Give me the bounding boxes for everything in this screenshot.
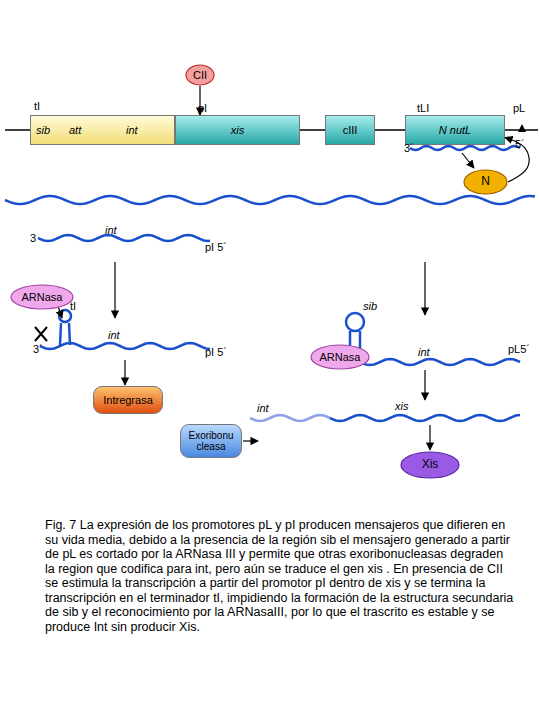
- node-text: int: [126, 124, 138, 136]
- arrow: [462, 153, 474, 168]
- transcript-rna: [40, 343, 210, 349]
- node-text: att: [69, 124, 81, 136]
- arrow-connector: [505, 138, 529, 183]
- node-text: sib: [36, 124, 50, 136]
- arrow: [58, 306, 62, 318]
- transcripts: [5, 146, 535, 421]
- sequence-label: pI 5´: [205, 346, 227, 358]
- node-text: CII: [193, 69, 207, 81]
- node-text: cIII: [343, 124, 358, 136]
- enzyme-box: Exoribonu cleasa: [180, 424, 242, 458]
- terminator-hairpin: [60, 323, 70, 345]
- arrow: [124, 360, 125, 385]
- transcript-rna: [38, 235, 210, 241]
- protein-box: Intregrasa: [93, 386, 163, 414]
- figure-caption: Fig. 7 La expresión de los promotores pL…: [45, 518, 515, 634]
- gene-box: xis: [175, 115, 300, 145]
- sequence-label: tI: [34, 100, 40, 112]
- gene-box: N nutL: [405, 115, 505, 145]
- ellipse-shape: [464, 170, 507, 194]
- arrow: [429, 425, 430, 450]
- node-text: Intregrasa: [103, 394, 153, 406]
- node-text: Xis: [422, 458, 439, 471]
- sequence-label: xis: [395, 400, 408, 412]
- sequence-label: tLI: [417, 102, 429, 114]
- promoter-mark: [518, 124, 526, 132]
- sequence-label: int: [257, 402, 269, 414]
- sequence-label: 5´: [515, 138, 525, 150]
- sequence-label: int: [418, 346, 430, 358]
- sequence-label: int: [108, 329, 120, 341]
- sequence-label: 3´: [404, 142, 414, 154]
- arrow: [243, 440, 258, 441]
- arrow: [424, 370, 425, 400]
- sequence-label: pL: [513, 102, 525, 114]
- regulator-protein: CII: [185, 64, 215, 86]
- node-text: xis: [231, 124, 244, 136]
- sequence-label: pI: [198, 102, 207, 114]
- sequence-label: 3: [30, 232, 36, 244]
- gene-box: sib att int: [30, 115, 175, 145]
- protein-ellipse: Xis: [400, 451, 460, 479]
- ellipse-shape: [186, 65, 214, 85]
- sequence-label: 3´: [33, 343, 43, 355]
- transcript-rna: [410, 146, 520, 150]
- sequence-label: pI 5´: [205, 241, 227, 253]
- ellipse-shape: [311, 345, 369, 369]
- sequence-label: sib: [363, 300, 377, 312]
- sequence-label: int: [105, 224, 117, 236]
- gene-box: cIII: [325, 115, 375, 145]
- node-text: ARNasa: [22, 291, 63, 303]
- sequence-label: tI: [70, 300, 76, 312]
- node-text: Exoribonu cleasa: [184, 430, 238, 452]
- node-text: N nutL: [439, 124, 471, 136]
- arrow: [114, 262, 115, 318]
- protein-ellipse: N: [463, 169, 508, 195]
- arrow: [424, 262, 425, 315]
- enzyme-ellipse: ARNasa: [310, 344, 370, 370]
- transcript-rna: [330, 415, 520, 421]
- ellipse-shape: [11, 285, 73, 309]
- node-text: ARNasa: [320, 351, 361, 363]
- enzyme-ellipse: ARNasa: [10, 284, 74, 310]
- sib-loop: [346, 313, 364, 331]
- transcript-rna: [250, 415, 330, 421]
- ellipse-shape: [401, 452, 459, 478]
- block-cross: [35, 327, 47, 341]
- node-text: N: [481, 175, 490, 188]
- transcript-rna: [5, 196, 535, 204]
- sequence-label: pL5´: [508, 343, 530, 355]
